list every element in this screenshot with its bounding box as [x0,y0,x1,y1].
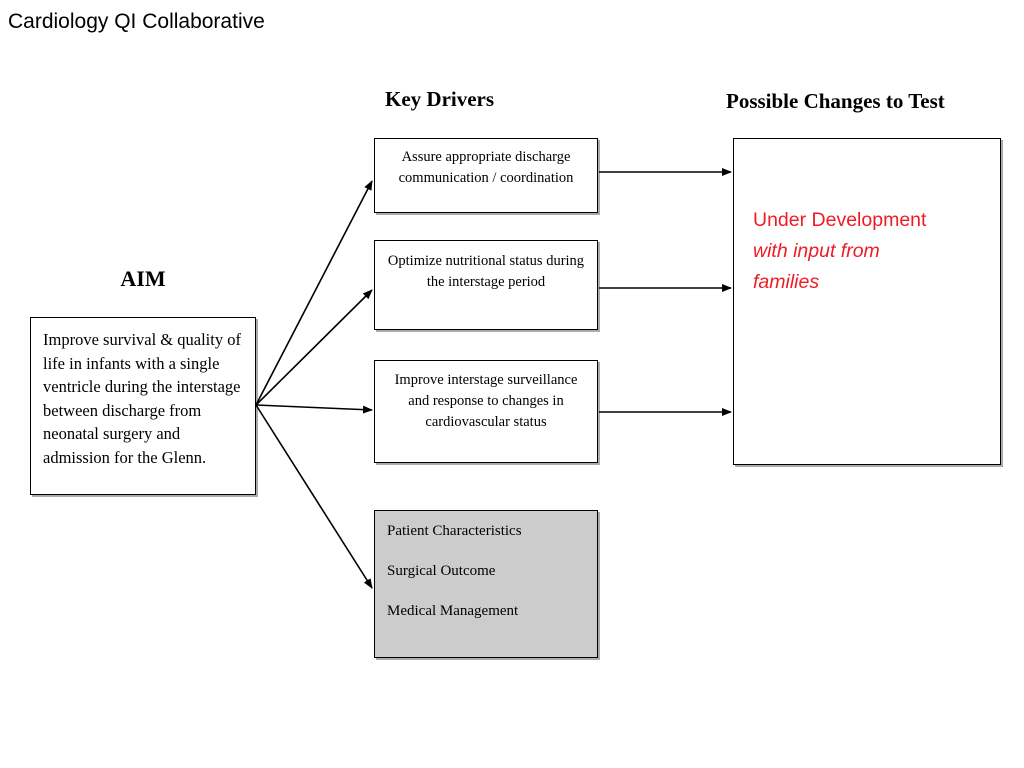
arrow-aim-to-context [255,404,373,589]
context-line-patient-characteristics: Patient Characteristics [387,523,522,539]
arrow-aim-to-driver-2 [255,289,373,406]
key-driver-box-interstage-surveillance: Improve interstage surveillance and resp… [374,360,598,463]
possible-changes-line-2: with input from [753,240,880,262]
slide-title: Cardiology QI Collaborative [8,10,265,33]
column-heading-possible-changes: Possible Changes to Test [726,89,945,113]
aim-box-text: Improve survival & quality of life in in… [43,330,241,467]
arrow-aim-to-driver-1 [255,180,373,406]
key-driver-text: Improve interstage surveillance and resp… [394,372,578,430]
arrow-aim-to-driver-3 [255,404,373,414]
column-heading-aim: AIM [120,266,166,291]
column-heading-key-drivers: Key Drivers [385,87,495,111]
key-driver-box-discharge-communication: Assure appropriate discharge communicati… [374,138,598,213]
possible-changes-line-1: Under Development [753,209,927,231]
possible-changes-box [733,138,1001,465]
context-line-surgical-outcome: Surgical Outcome [387,563,496,579]
aim-box: Improve survival & quality of life in in… [30,317,256,495]
key-driver-box-nutritional-status: Optimize nutritional status during the i… [374,240,598,330]
key-driver-text: Optimize nutritional status during the i… [387,253,585,290]
context-line-medical-management: Medical Management [387,603,519,619]
possible-changes-line-3: families [753,271,820,293]
possible-changes-text: Under Development with input from famili… [753,205,993,298]
context-factors-box: Patient Characteristics Surgical Outcome… [374,510,598,658]
key-driver-text: Assure appropriate discharge communicati… [398,149,574,186]
